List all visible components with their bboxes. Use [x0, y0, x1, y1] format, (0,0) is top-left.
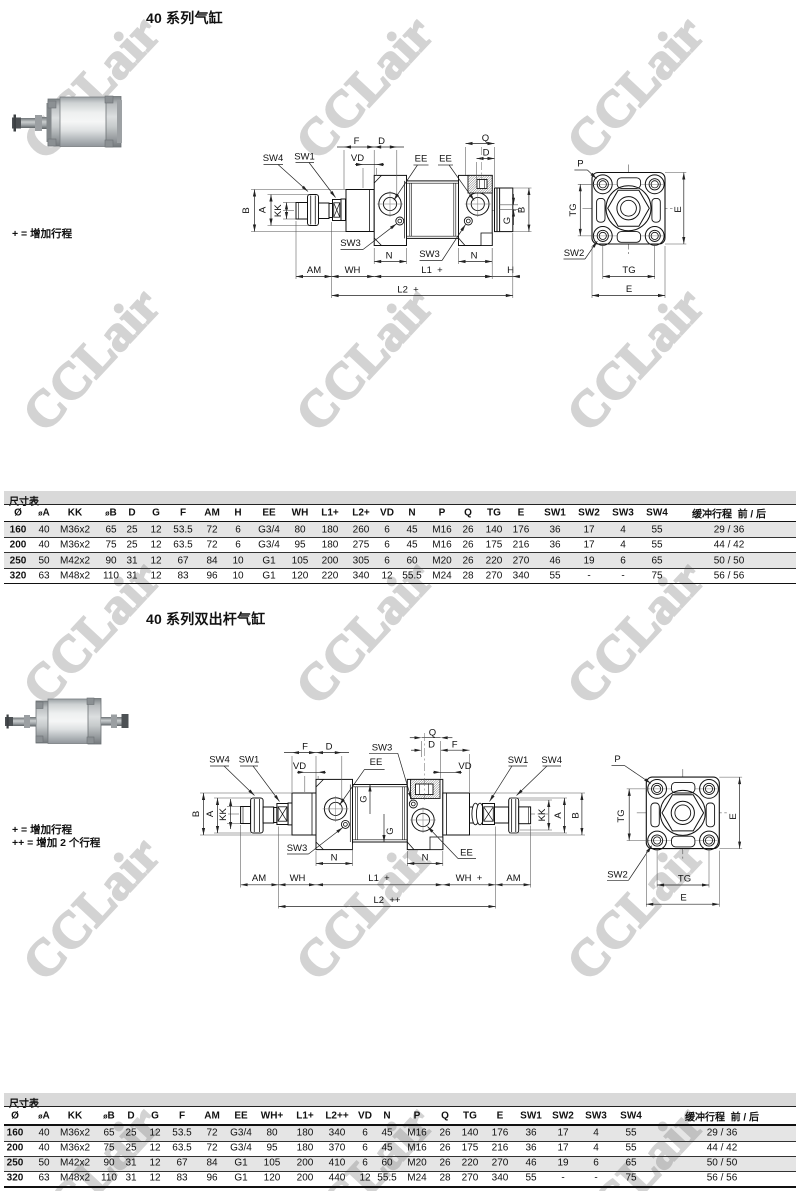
svg-text:TG: TG: [568, 203, 579, 216]
svg-text:A: A: [205, 810, 216, 817]
svg-text:F: F: [302, 742, 308, 753]
svg-text:F: F: [452, 740, 458, 751]
svg-text:D: D: [378, 136, 385, 147]
svg-text:KK: KK: [537, 808, 548, 821]
svg-text:B: B: [191, 811, 202, 817]
svg-text:P: P: [614, 754, 620, 765]
svg-text:AM: AM: [307, 265, 321, 276]
svg-text:H: H: [507, 265, 514, 276]
svg-text:WH: WH: [290, 873, 306, 884]
svg-text:SW2: SW2: [564, 248, 585, 259]
svg-text:AM: AM: [252, 873, 266, 884]
svg-text:SW1: SW1: [508, 755, 529, 766]
svg-text:SW3: SW3: [287, 843, 308, 854]
svg-text:E: E: [680, 893, 686, 904]
svg-text:TG: TG: [622, 265, 635, 276]
svg-text:SW1: SW1: [239, 755, 260, 766]
svg-text:TG: TG: [678, 874, 691, 885]
svg-text:KK: KK: [273, 204, 284, 217]
svg-text:Q: Q: [429, 727, 436, 738]
svg-text:F: F: [354, 136, 360, 147]
svg-text:G: G: [385, 827, 396, 834]
svg-text:AM: AM: [506, 873, 520, 884]
svg-text:D: D: [428, 740, 435, 751]
svg-text:Q: Q: [482, 133, 489, 144]
svg-text:N: N: [471, 251, 478, 262]
svg-text:SW3: SW3: [419, 249, 440, 260]
svg-text:WH +: WH +: [456, 873, 483, 884]
svg-text:SW1: SW1: [294, 152, 315, 163]
svg-text:E: E: [673, 206, 684, 212]
svg-text:L1 +: L1 +: [368, 873, 390, 884]
svg-text:SW3: SW3: [372, 743, 393, 754]
svg-text:G: G: [359, 795, 370, 802]
svg-text:L1 +: L1 +: [421, 265, 443, 276]
svg-text:EE: EE: [439, 154, 452, 165]
svg-text:WH: WH: [345, 265, 361, 276]
svg-text:B: B: [516, 207, 527, 213]
svg-text:E: E: [728, 813, 739, 819]
svg-text:G: G: [502, 217, 513, 224]
svg-text:SW2: SW2: [607, 869, 628, 880]
svg-text:EE: EE: [415, 154, 428, 165]
svg-text:SW4: SW4: [209, 755, 230, 766]
svg-text:SW3: SW3: [340, 238, 361, 249]
svg-text:KK: KK: [218, 808, 229, 821]
svg-text:SW4: SW4: [263, 153, 284, 164]
svg-text:P: P: [577, 159, 583, 170]
svg-text:EE: EE: [370, 757, 383, 768]
svg-text:N: N: [422, 853, 429, 864]
svg-text:A: A: [258, 206, 269, 213]
svg-text:A: A: [553, 812, 564, 819]
svg-text:B: B: [571, 812, 582, 818]
svg-text:D: D: [326, 742, 333, 753]
svg-text:E: E: [626, 284, 632, 295]
svg-text:L2 ++: L2 ++: [374, 895, 401, 906]
svg-text:D: D: [483, 148, 490, 159]
svg-text:N: N: [386, 251, 393, 262]
svg-text:B: B: [241, 207, 252, 213]
svg-text:EE: EE: [460, 848, 473, 859]
svg-text:VD: VD: [351, 153, 364, 164]
svg-text:N: N: [331, 853, 338, 864]
svg-text:TG: TG: [616, 809, 627, 822]
svg-text:VD: VD: [458, 761, 471, 772]
svg-text:VD: VD: [293, 761, 306, 772]
svg-text:SW4: SW4: [541, 755, 562, 766]
svg-text:L2 +: L2 +: [397, 285, 419, 296]
